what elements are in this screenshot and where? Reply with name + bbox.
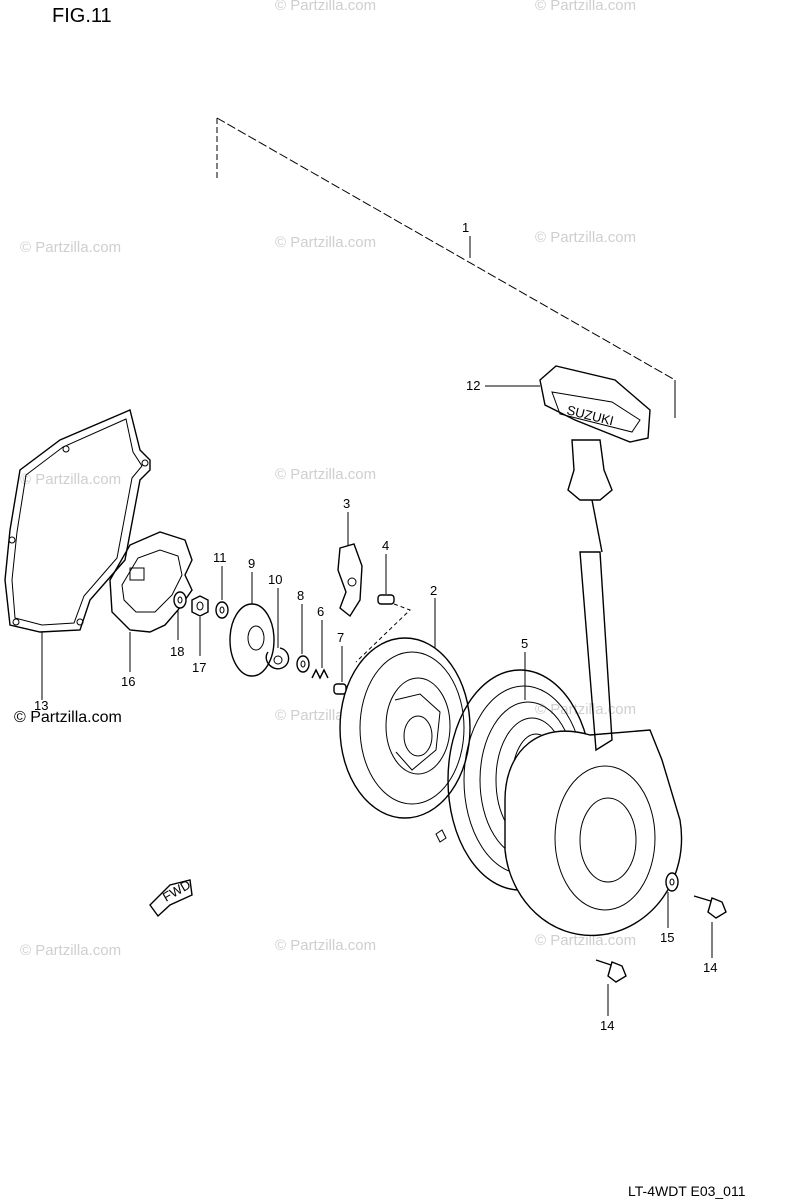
figure-code: LT-4WDT E03_011 xyxy=(628,1183,746,1199)
watermark: © Partzilla.com xyxy=(275,466,376,483)
washer-11 xyxy=(215,566,229,619)
nut-17 xyxy=(191,595,209,656)
callout-1: 1 xyxy=(462,220,469,235)
callout-2: 2 xyxy=(430,583,437,598)
callout-16: 16 xyxy=(121,674,135,689)
watermark: © Partzilla.com xyxy=(535,229,636,246)
spring-10 xyxy=(265,588,290,670)
washer-15 xyxy=(665,872,679,928)
reel-2 xyxy=(339,598,471,819)
callout-9: 9 xyxy=(248,556,255,571)
ratchet-pawl-3 xyxy=(337,512,363,618)
watermark-dark: © Partzilla.com xyxy=(14,709,122,726)
callout-4: 4 xyxy=(382,538,389,553)
callout-8: 8 xyxy=(297,588,304,603)
callout-18: 18 xyxy=(170,644,184,659)
watermark: © Partzilla.com xyxy=(20,471,121,488)
pin-4 xyxy=(355,554,411,663)
starter-case xyxy=(435,551,683,937)
watermark: © Partzilla.com xyxy=(275,234,376,251)
assembly-bracket xyxy=(216,117,676,418)
spring-6 xyxy=(311,620,329,680)
watermark: © Partzilla.com xyxy=(20,942,121,959)
washer-8 xyxy=(296,604,310,673)
callout-12: 12 xyxy=(466,378,480,393)
watermark: © Partzilla.com xyxy=(275,937,376,954)
watermark: © Partzilla.com xyxy=(20,239,121,256)
callout-15: 15 xyxy=(660,930,674,945)
callout-17: 17 xyxy=(192,660,206,675)
callout-10: 10 xyxy=(268,572,282,587)
callout-13: 13 xyxy=(34,698,48,713)
callout-14b: 14 xyxy=(600,1018,614,1033)
bolt-14b xyxy=(595,959,627,1016)
callout-6: 6 xyxy=(317,604,324,619)
watermark: © Partzilla.com xyxy=(275,0,376,14)
washer-18 xyxy=(173,591,187,640)
watermark: © Partzilla.com xyxy=(535,0,636,14)
handle-12: SUZUKI xyxy=(485,365,651,553)
bolt-14a xyxy=(693,895,727,958)
callout-7: 7 xyxy=(337,630,344,645)
callout-14a: 14 xyxy=(703,960,717,975)
collar-7 xyxy=(333,646,347,695)
watermark: © Partzilla.com xyxy=(535,701,636,718)
callout-3: 3 xyxy=(343,496,350,511)
callout-5: 5 xyxy=(521,636,528,651)
fwd-arrow: FWD xyxy=(149,877,193,918)
gasket-13 xyxy=(4,409,151,700)
callout-11: 11 xyxy=(213,550,227,565)
watermark: © Partzilla.com xyxy=(535,932,636,949)
callouts: 1 2 3 4 5 6 7 8 9 10 11 12 13 14 14 15 1… xyxy=(34,220,717,1033)
friction-plate-9 xyxy=(229,572,275,677)
watermarks: © Partzilla.com © Partzilla.com © Partzi… xyxy=(14,0,636,959)
figure-title: FIG.11 xyxy=(52,5,112,27)
ratchet-guide-16 xyxy=(109,531,193,672)
